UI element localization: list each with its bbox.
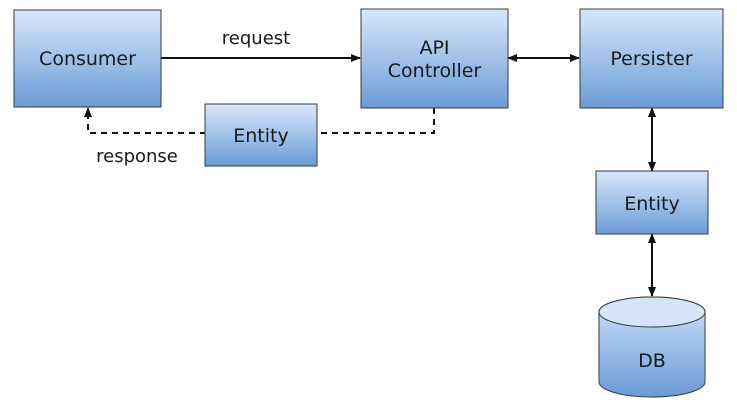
response-label: response (96, 146, 178, 167)
api-controller-label-line2: Controller (388, 60, 482, 82)
request-label: request (222, 28, 290, 49)
entity-response-label: Entity (233, 125, 288, 147)
entity-db-label: Entity (624, 193, 679, 215)
consumer-node: Consumer (13, 9, 162, 108)
api-controller-node: API Controller (360, 8, 509, 109)
entity-response-node: Entity (204, 103, 318, 167)
db-node: DB (598, 296, 706, 398)
persister-label: Persister (610, 48, 692, 70)
db-label: DB (638, 350, 666, 372)
consumer-label: Consumer (39, 48, 136, 70)
entity-db-node: Entity (595, 170, 709, 235)
persister-node: Persister (579, 8, 724, 109)
api-controller-label-line1: API (419, 37, 449, 59)
